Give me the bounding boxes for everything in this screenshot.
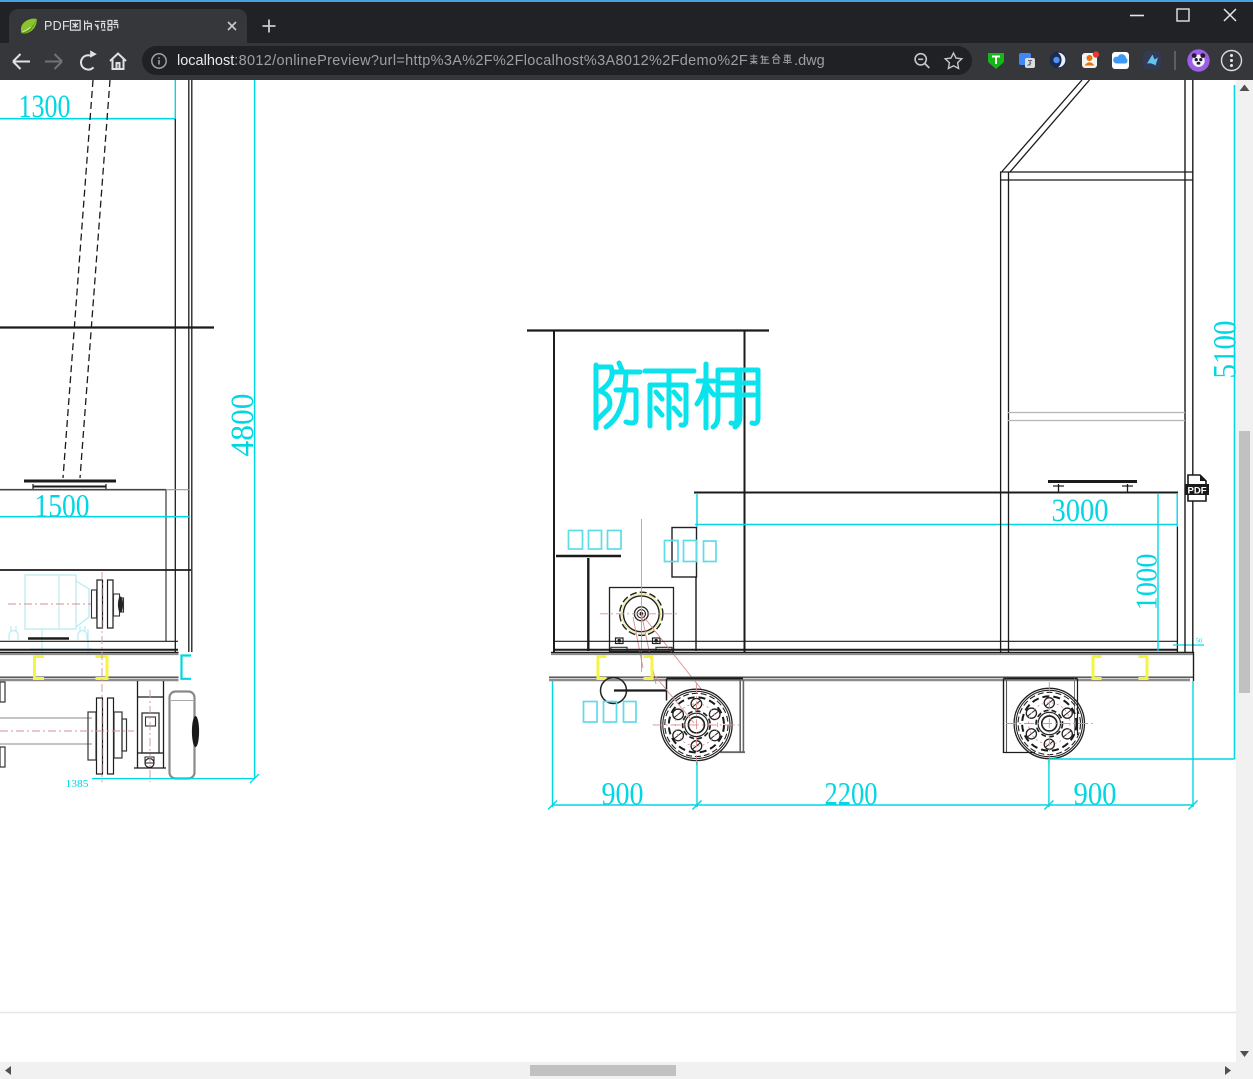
svg-text:50: 50 <box>1196 638 1203 645</box>
svg-text:PDF: PDF <box>1188 485 1207 496</box>
svg-text:1385: 1385 <box>66 779 89 790</box>
svg-text:1500: 1500 <box>35 489 90 525</box>
svg-text:3000: 3000 <box>1052 493 1109 529</box>
svg-text:2200: 2200 <box>825 777 878 813</box>
svg-text:1000: 1000 <box>1129 554 1164 611</box>
svg-text:1300: 1300 <box>19 89 71 125</box>
svg-text:900: 900 <box>602 777 644 813</box>
svg-text:900: 900 <box>1074 777 1117 813</box>
svg-text:5100: 5100 <box>1208 321 1237 379</box>
svg-text:4800: 4800 <box>225 394 261 457</box>
